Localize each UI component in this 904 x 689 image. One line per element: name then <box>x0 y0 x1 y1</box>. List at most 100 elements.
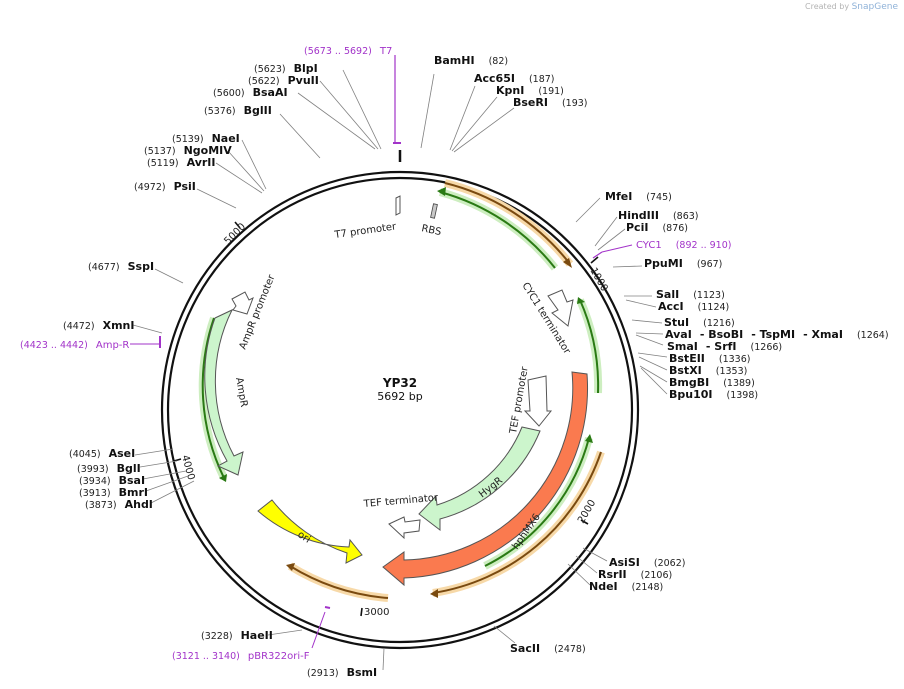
primer-marks <box>130 55 633 649</box>
primer-label-t7: (5673 .. 5692)T7 <box>304 46 392 57</box>
site-pcii: PciI(876) <box>626 221 688 234</box>
site-ndei: NdeI(2148) <box>589 580 663 593</box>
primer-label-amp-r: (4423 .. 4442)Amp-R <box>20 340 129 351</box>
feature-arc-green-left-line <box>201 317 225 479</box>
primer-cyc1-mark <box>592 251 603 259</box>
feature-arc-green-bottom-right-head <box>585 434 593 443</box>
feature-ampr <box>204 308 244 476</box>
feature-arc-green-bottom-right-line <box>484 437 590 567</box>
site-sali: SalI(1123) <box>656 288 725 301</box>
leader-bstxi <box>638 356 668 371</box>
feature-arc-orange-bottom-head <box>286 563 295 571</box>
primer-label-cyc1: CYC1(892 .. 910) <box>636 240 731 251</box>
site-labels: BamHI(82) Acc65I(187) KpnI(191) BseRI(19… <box>63 54 889 679</box>
site-psii: (4972)PsiI <box>134 180 196 193</box>
site-smai-group: SmaI- SrfI(1266) <box>667 340 782 353</box>
site-avrii: (5119)AvrII <box>147 156 216 169</box>
backbone-outer-strand <box>160 170 640 650</box>
site-bpu10i: Bpu10I(1398) <box>669 388 758 401</box>
plasmid-name: YP32 <box>382 376 417 390</box>
feature-arc-green-right-line <box>579 299 600 394</box>
leader-bgli <box>139 460 178 468</box>
site-blpi: (5623)BlpI <box>254 62 318 75</box>
site-hindiii: HindIII(863) <box>618 209 699 222</box>
site-bsai: (3934)BsaI <box>79 474 145 487</box>
primer-pbr322-mark <box>324 606 331 609</box>
leader-blpi <box>342 69 382 150</box>
leader-pcii <box>597 228 626 251</box>
site-bamhi: BamHI(82) <box>434 54 508 67</box>
site-naei: (5139)NaeI <box>172 132 240 145</box>
site-haeii: (3228)HaeII <box>201 629 273 642</box>
leader-bpu10i <box>640 367 668 395</box>
site-ppumi: PpuMI(967) <box>644 257 722 270</box>
site-sspi: (4677)SspI <box>88 260 154 273</box>
feature-label-t7-promoter: T7 promoter <box>333 221 398 241</box>
leader-ngomiv <box>227 150 265 192</box>
leader-rsrii <box>575 555 598 574</box>
site-bseri: BseRI(193) <box>513 96 588 109</box>
feature-label-rbs: RBS <box>420 223 442 238</box>
site-mfei: MfeI(745) <box>605 190 672 203</box>
feature-arc-orange-bottom-right-head <box>430 589 438 598</box>
primer-pbr322-line <box>311 611 326 649</box>
feature-arc-green-top-right-head <box>437 187 446 196</box>
feature-arc-orange-top-right-line <box>444 182 571 265</box>
feature-hphmx6 <box>382 371 589 587</box>
feature-t7-promoter <box>395 195 401 216</box>
leader-ppumi <box>612 265 643 268</box>
site-bsteii: BstEII(1336) <box>669 352 750 365</box>
backbone <box>160 150 640 650</box>
feature-arc-orange-bottom-line <box>289 565 389 599</box>
primer-label-pbr322ori-f: (3121 .. 3140)pBR322ori-F <box>172 651 310 662</box>
site-sacii: SacII(2478) <box>510 642 586 655</box>
leader-ndei <box>567 563 591 586</box>
tick-label-5000: 5000 <box>222 221 248 247</box>
site-bglii: (5376)BglII <box>204 104 272 117</box>
plasmid-length: 5692 bp <box>377 390 422 403</box>
leader-psii <box>196 188 237 209</box>
site-bmgbi: BmgBI(1389) <box>669 376 755 389</box>
leader-bglii <box>279 113 321 159</box>
leader-bsaai <box>297 92 376 150</box>
leader-asisi <box>582 547 608 562</box>
leader-xmni <box>132 324 163 334</box>
feature-arc-orange-top-right-head <box>563 258 572 268</box>
leader-sacii <box>493 625 516 644</box>
site-xmni: (4472)XmnI <box>63 319 134 332</box>
feature-arc-orange-bottom-right-line <box>432 451 602 594</box>
leader-kpni <box>451 96 498 152</box>
leader-naei <box>241 139 267 190</box>
feature-arc-orange-bottom <box>287 562 389 602</box>
tick-mark-5000 <box>234 221 241 229</box>
site-ngomiv: (5137)NgoMIV <box>144 144 232 157</box>
leader-acc65i <box>449 85 476 151</box>
feature-tef-terminator <box>388 516 421 540</box>
site-pvuii: (5622)PvuII <box>248 74 319 87</box>
feature-label-ampr: AmpR <box>233 377 249 408</box>
leader-bmri <box>145 475 189 492</box>
site-acc65i: Acc65I(187) <box>474 72 555 85</box>
leader-bmgbi <box>639 365 668 383</box>
watermark: Created by SnapGene <box>805 2 898 12</box>
site-ahdi: (3873)AhdI <box>85 498 153 511</box>
leader-acci <box>625 299 657 308</box>
leader-bamhi <box>420 73 435 149</box>
site-bgli: (3993)BglI <box>77 462 141 475</box>
primer-cyc1-line <box>601 244 633 253</box>
feature-rbs <box>430 203 438 219</box>
leader-bseri <box>453 107 515 153</box>
site-avai-group: AvaI- BsoBI- TspMI- XmaI(1264) <box>665 328 889 341</box>
tick-mark-1000 <box>590 256 599 264</box>
tick-mark-2000 <box>580 519 589 525</box>
leader-haeii <box>267 629 303 636</box>
tick-mark-3000 <box>360 607 363 617</box>
site-asei: (4045)AseI <box>69 447 135 460</box>
leader-bsai <box>142 470 187 480</box>
watermark-text: Created by <box>805 2 850 11</box>
leader-avrii <box>215 162 263 194</box>
tick-label-3000: 3000 <box>364 607 389 618</box>
site-rsrii: RsrII(2106) <box>598 568 672 581</box>
feature-tef-promoter <box>523 375 553 427</box>
